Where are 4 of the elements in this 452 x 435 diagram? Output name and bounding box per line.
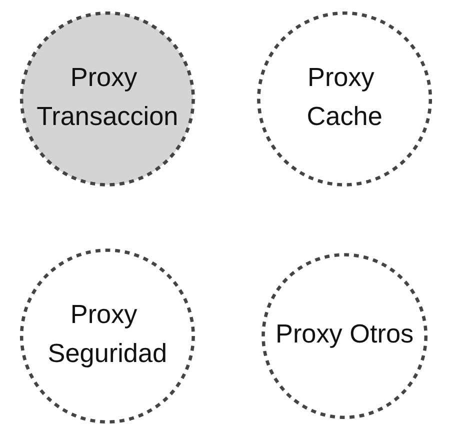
node-circle [20, 248, 195, 424]
node-circle [20, 11, 195, 186]
node-circle [257, 11, 432, 186]
node-circle [262, 253, 428, 420]
